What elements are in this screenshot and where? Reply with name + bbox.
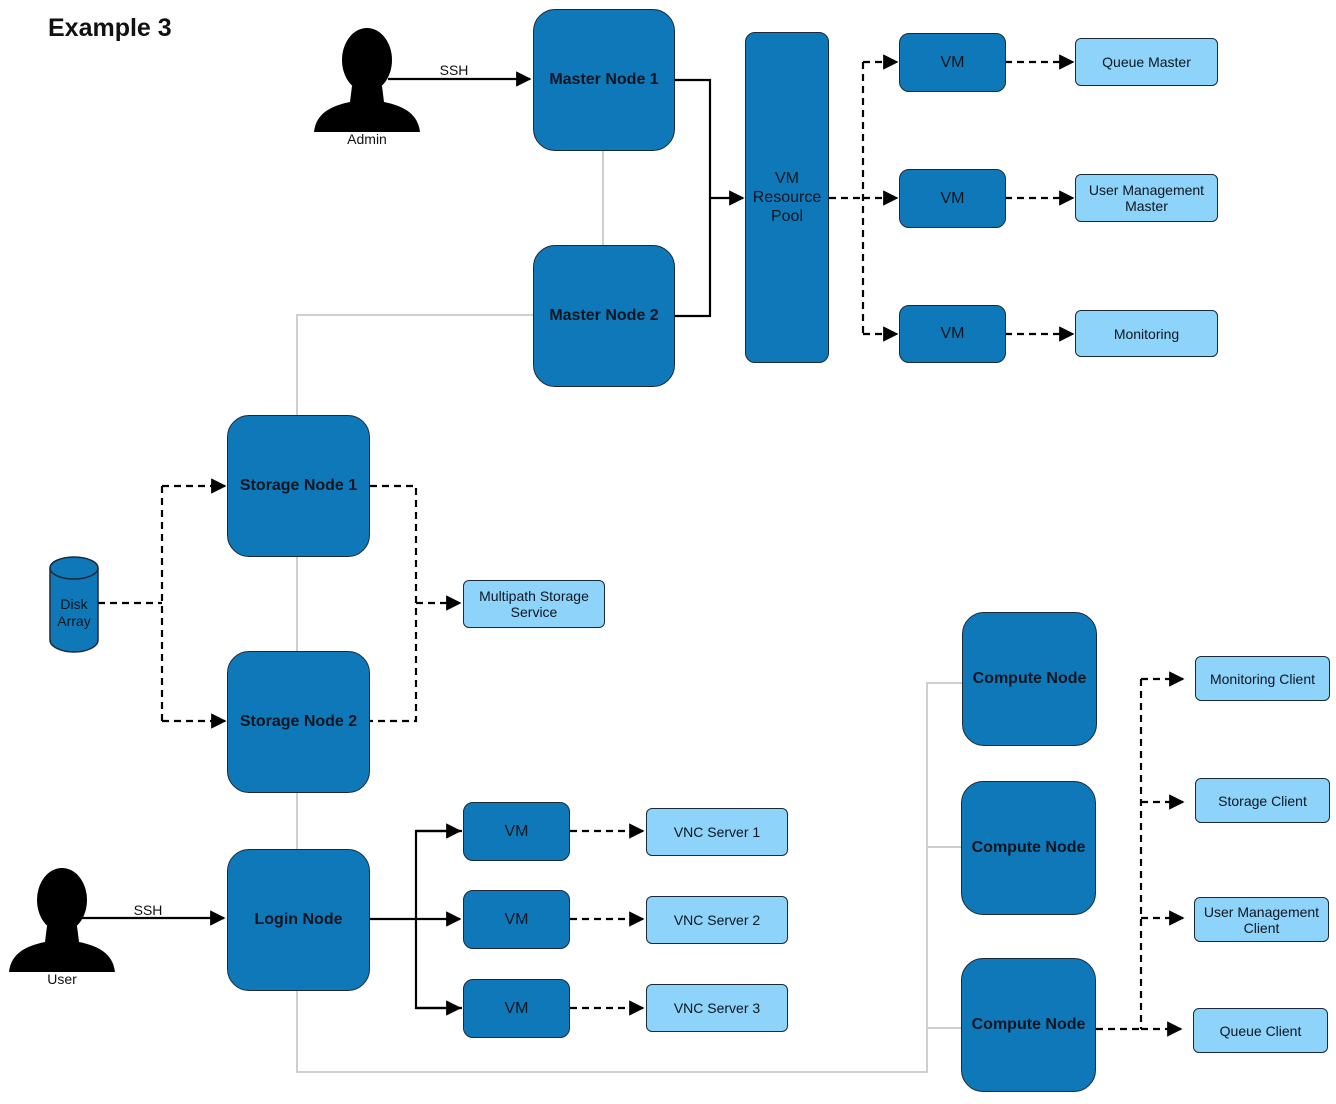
pool-label-line-1: VM xyxy=(775,170,799,187)
user-management-client[interactable]: User Management Client xyxy=(1194,897,1329,942)
disk-array-line-1: Disk xyxy=(60,596,88,612)
disk-array-line-2: Array xyxy=(57,613,91,629)
vnc-server-2-label: VNC Server 2 xyxy=(673,912,761,928)
storage-client-label: Storage Client xyxy=(1218,792,1307,809)
compute-node-3-label: Compute Node xyxy=(971,1016,1086,1033)
vm-resource-pool[interactable]: VM Resource Pool xyxy=(745,32,829,363)
user-management-client-line-1: User Management xyxy=(1203,903,1320,920)
user-person-icon xyxy=(9,868,115,972)
queue-master[interactable]: Queue Master xyxy=(1075,38,1218,86)
storage-node-1[interactable]: Storage Node 1 xyxy=(227,415,370,557)
admin-person-icon xyxy=(314,28,420,132)
login-node[interactable]: Login Node xyxy=(227,849,370,991)
compute-node-1-label: Compute Node xyxy=(972,670,1087,687)
vm-login-1-label: VM xyxy=(504,822,529,840)
queue-client-label: Queue Client xyxy=(1219,1022,1302,1039)
vnc-server-3[interactable]: VNC Server 3 xyxy=(646,984,788,1032)
ssh-user-label: SSH xyxy=(133,902,163,918)
master-node-1[interactable]: Master Node 1 xyxy=(533,9,675,151)
queue-client[interactable]: Queue Client xyxy=(1193,1008,1328,1053)
queue-master-label: Queue Master xyxy=(1102,54,1191,70)
dashed-links xyxy=(98,54,1185,1037)
vnc-server-1[interactable]: VNC Server 1 xyxy=(646,808,788,856)
diagram-title: Example 3 xyxy=(48,14,172,42)
storage-node-2[interactable]: Storage Node 2 xyxy=(227,651,370,793)
compute-node-1[interactable]: Compute Node xyxy=(962,612,1097,746)
vm-login-2-label: VM xyxy=(504,910,529,928)
compute-node-2[interactable]: Compute Node xyxy=(961,781,1096,915)
vm-top-3[interactable]: VM xyxy=(899,305,1006,363)
grey-links xyxy=(296,150,962,1073)
disk-array-label: Disk Array xyxy=(49,596,99,630)
storage-node-1-label: Storage Node 1 xyxy=(239,477,358,494)
vm-login-2[interactable]: VM xyxy=(463,890,570,949)
vm-top-1[interactable]: VM xyxy=(899,33,1006,92)
solid-links xyxy=(82,71,745,1016)
monitoring-client-label: Monitoring Client xyxy=(1209,670,1316,687)
login-node-label: Login Node xyxy=(254,911,343,928)
vm-top-3-label: VM xyxy=(940,325,965,342)
master-node-1-label: Master Node 1 xyxy=(549,71,659,88)
vm-top-1-label: VM xyxy=(940,53,965,71)
disk-array-icon[interactable] xyxy=(49,556,99,653)
vm-login-1[interactable]: VM xyxy=(463,802,570,861)
compute-node-2-label: Compute Node xyxy=(971,839,1086,856)
vm-top-2[interactable]: VM xyxy=(899,169,1006,228)
user-label: User xyxy=(47,971,77,987)
user-management-client-line-2: Client xyxy=(1243,919,1280,936)
storage-client[interactable]: Storage Client xyxy=(1195,778,1330,823)
ssh-admin-label: SSH xyxy=(439,62,469,78)
vnc-server-2[interactable]: VNC Server 2 xyxy=(646,896,788,944)
vnc-server-3-label: VNC Server 3 xyxy=(673,1000,761,1016)
admin-label: Admin xyxy=(347,131,387,147)
pool-label-line-2: Resource xyxy=(752,189,822,206)
vm-login-3-label: VM xyxy=(504,999,529,1017)
pool-label-line-3: Pool xyxy=(770,208,804,225)
multipath-storage-service[interactable]: Multipath Storage Service xyxy=(463,580,605,628)
user-management-master-line-1: User Management xyxy=(1088,182,1205,198)
compute-node-3[interactable]: Compute Node xyxy=(961,958,1096,1092)
master-node-2-label: Master Node 2 xyxy=(549,307,659,324)
monitoring[interactable]: Monitoring xyxy=(1075,310,1218,357)
vm-top-2-label: VM xyxy=(940,189,965,207)
monitoring-client[interactable]: Monitoring Client xyxy=(1195,656,1330,701)
multipath-line-1: Multipath Storage xyxy=(479,588,589,604)
storage-node-2-label: Storage Node 2 xyxy=(239,713,358,730)
user-management-master-line-2: Master xyxy=(1125,198,1168,214)
monitoring-label: Monitoring xyxy=(1113,325,1180,342)
vm-login-3[interactable]: VM xyxy=(463,979,570,1038)
master-node-2[interactable]: Master Node 2 xyxy=(533,245,675,387)
multipath-line-2: Service xyxy=(510,604,558,620)
vnc-server-1-label: VNC Server 1 xyxy=(673,824,761,840)
user-management-master[interactable]: User Management Master xyxy=(1075,174,1218,222)
